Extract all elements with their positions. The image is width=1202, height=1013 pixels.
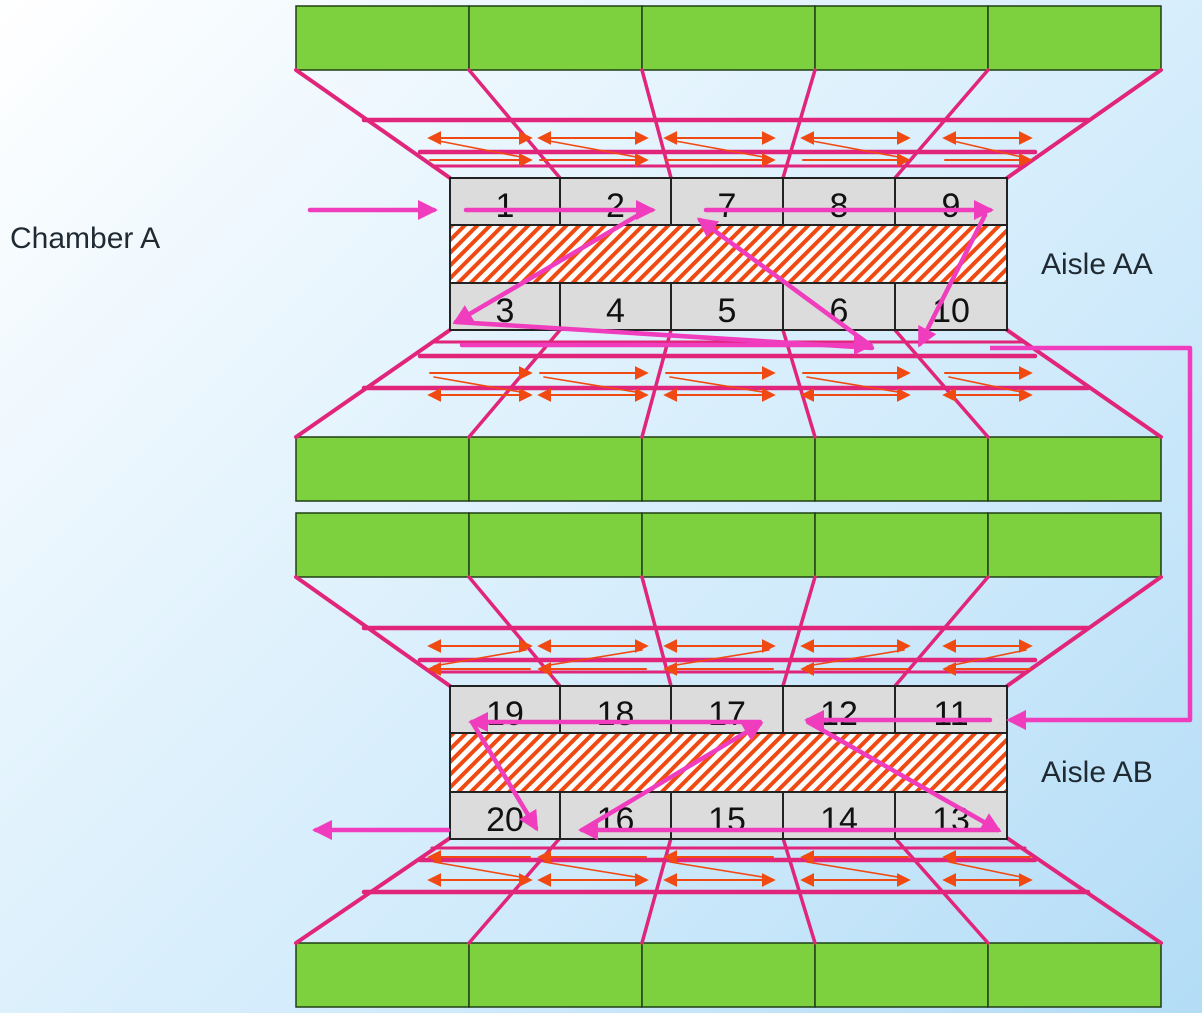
flow-arrow [948, 139, 1027, 159]
frame-strut [781, 328, 817, 439]
route-segment [696, 217, 873, 348]
ab-cell-17 [670, 685, 784, 734]
flow-arrow [806, 861, 905, 879]
rack-ab-top-5 [987, 512, 1162, 578]
frame-strut [781, 68, 817, 180]
aisle-aa-label: Aisle AA [1041, 248, 1153, 281]
rack-ab-bottom-3 [641, 942, 816, 1008]
rack-ab-bottom-1 [295, 942, 470, 1008]
rack-ab-bottom-2 [468, 942, 643, 1008]
chamber-a-label: Chamber A [10, 222, 161, 255]
route-segment [805, 719, 1002, 833]
aa-cell-8 [782, 177, 896, 226]
ab-cell-18 [559, 685, 672, 734]
ab-cell-label: 15 [708, 801, 746, 839]
aa-cell-1 [449, 177, 561, 226]
flow-arrow [669, 649, 770, 667]
rack-ab-bottom-4 [814, 942, 989, 1008]
frame-strut [893, 836, 990, 945]
aa-cell-label: 7 [718, 187, 737, 225]
rack-ab-top-1 [295, 512, 470, 578]
rack-ab-bottom-5 [987, 942, 1162, 1008]
flow-arrow [948, 376, 1027, 394]
ab-cell-label: 14 [820, 801, 858, 839]
frame-strut [893, 328, 990, 439]
ab-cell-label: 19 [486, 695, 524, 733]
aisle-ab-label: Aisle AB [1041, 756, 1153, 789]
frame-strut [640, 68, 673, 180]
rack-aa-bottom-1 [295, 436, 470, 502]
aa-cell-label: 9 [942, 187, 961, 225]
aa-cell-label: 3 [496, 292, 515, 330]
aa-cell-label: 2 [606, 187, 625, 225]
flow-arrow [433, 649, 527, 667]
flow-arrow [806, 376, 905, 394]
frame-strut [640, 328, 673, 439]
frame-strut [893, 68, 990, 180]
flow-arrow [543, 649, 643, 667]
frame-strut [294, 328, 452, 439]
rack-aa-top-5 [987, 5, 1162, 71]
flow-arrow [543, 139, 643, 159]
rack-aa-bottom-2 [468, 436, 643, 502]
flow-arrow [948, 861, 1027, 879]
ab-cell-label: 11 [933, 695, 968, 733]
flow-arrow [433, 139, 527, 159]
flow-arrow [806, 649, 905, 667]
ab-cell-label: 17 [708, 695, 746, 733]
ab-cell-label: 12 [820, 695, 858, 733]
frame-strut [893, 575, 990, 688]
rack-aa-bottom-5 [987, 436, 1162, 502]
flow-arrow [948, 649, 1027, 667]
flow-arrow [433, 376, 527, 394]
aa-cell-5 [670, 282, 784, 331]
aa-cell-label: 8 [830, 187, 849, 225]
route-segment [452, 211, 643, 325]
frame-strut [1005, 68, 1163, 180]
frame-strut [294, 836, 452, 945]
rack-aa-bottom-4 [814, 436, 989, 502]
rack-aa-top-1 [295, 5, 470, 71]
route-segment [579, 721, 764, 833]
rack-aa-top-4 [814, 5, 989, 71]
rack-aa-top-2 [468, 5, 643, 71]
frame-strut [467, 328, 562, 439]
rack-ab-top-3 [641, 512, 816, 578]
flow-arrow [669, 376, 770, 394]
ab-cell-label: 18 [597, 695, 635, 733]
flow-arrow [669, 861, 770, 879]
flow-arrow [669, 139, 770, 159]
rack-aa-top-3 [641, 5, 816, 71]
rack-aa-bottom-3 [641, 436, 816, 502]
frame-strut [467, 68, 562, 180]
rack-ab-top-2 [468, 512, 643, 578]
flow-arrow [433, 861, 527, 879]
flow-arrow [543, 376, 643, 394]
frame-strut [294, 575, 452, 688]
ab-cell-20 [449, 791, 561, 840]
rack-ab-top-4 [814, 512, 989, 578]
aa-cell-4 [559, 282, 672, 331]
ab-cell-label: 20 [486, 801, 524, 839]
flow-arrow [543, 861, 643, 879]
frame-strut [1005, 575, 1163, 688]
route-segment [469, 719, 539, 832]
frame-strut [294, 68, 452, 180]
ab-cell-label: 13 [932, 801, 970, 839]
aa-cell-label: 1 [496, 187, 515, 225]
aa-cell-label: 4 [606, 292, 625, 330]
route-segment [917, 212, 988, 348]
flow-arrow [806, 139, 905, 159]
frame-strut [781, 575, 817, 688]
route-transfer-arrow [990, 345, 1193, 731]
frame-strut [1005, 836, 1163, 945]
aa-cell-label: 5 [718, 292, 737, 330]
frame-strut [781, 836, 817, 945]
